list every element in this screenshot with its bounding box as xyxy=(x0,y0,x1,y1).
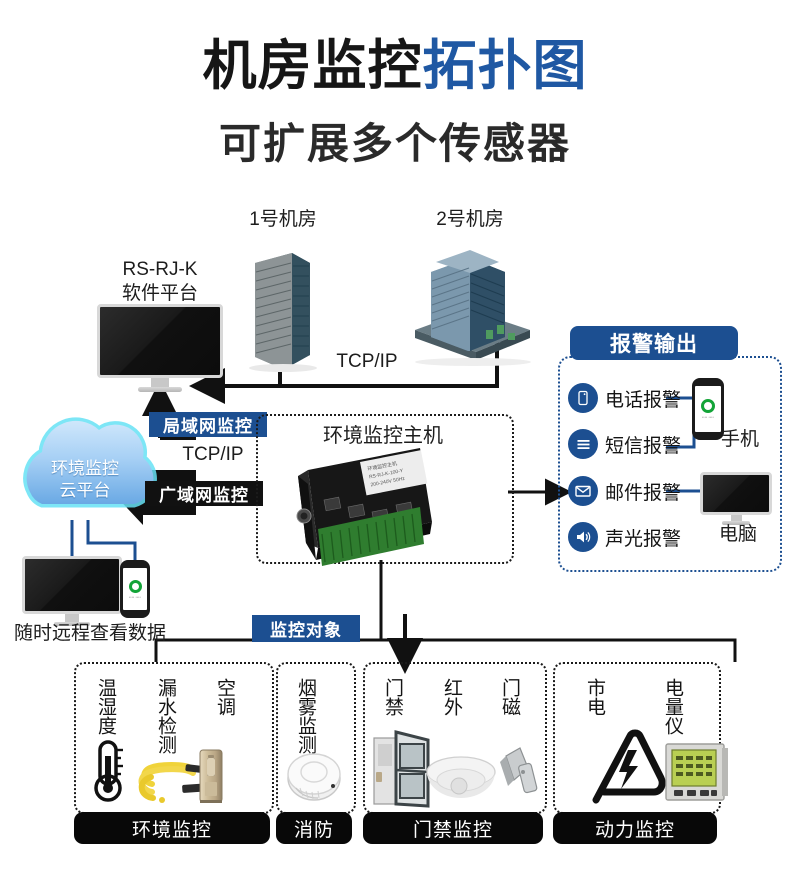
speaker-sound-icon xyxy=(568,522,598,552)
alarm-item-sms[interactable]: 短信报警 xyxy=(568,429,681,459)
cloud-label-line1: 环境监控 xyxy=(51,459,119,478)
group-power-item-0-label: 市电 xyxy=(584,678,605,716)
host-title: 环境监控主机 xyxy=(323,425,443,447)
wan-monitoring-badge[interactable]: 广域网监控 xyxy=(145,481,263,506)
app-logo-icon xyxy=(128,579,142,593)
alarm-smartphone-caption: •••• •••• xyxy=(702,415,714,419)
smartphone-screen: •••• •••• xyxy=(123,568,147,610)
alarm-item-sms-label: 短信报警 xyxy=(605,435,682,457)
monitor-neck xyxy=(151,378,169,387)
alarm-item-mail[interactable]: 邮件报警 xyxy=(568,476,681,506)
monitor-base xyxy=(138,387,182,392)
alarm-computer-base xyxy=(722,521,750,525)
alarm-item-sound[interactable]: 声光报警 xyxy=(568,522,681,552)
group-environment-item-0-label: 温湿度 xyxy=(95,678,116,735)
alarm-smartphone-screen: •••• •••• xyxy=(695,386,721,432)
group-environment-item-2-label: 空调 xyxy=(214,678,235,716)
room2-label: 2号机房 xyxy=(436,209,504,230)
sms-message-glyph xyxy=(577,439,589,449)
remote-view-caption: 随时远程查看数据 xyxy=(13,623,166,644)
remote-monitor-base xyxy=(54,622,90,626)
software-platform-monitor xyxy=(97,304,223,392)
alarm-computer-neck xyxy=(730,515,742,521)
alarm-computer-screen xyxy=(700,472,772,515)
alarm-item-mail-label: 邮件报警 xyxy=(605,482,682,504)
alarm-item-phone-label: 电话报警 xyxy=(605,389,682,411)
group-fire-item-0-label: 烟雾监测 xyxy=(295,678,316,754)
remote-monitor xyxy=(22,556,122,626)
software-platform-label-line1: RS-RJ-K xyxy=(122,259,198,280)
group-environment-item-1-label: 漏水检测 xyxy=(155,678,176,754)
tcpip-top-label: TCP/IP xyxy=(336,351,398,372)
remote-monitor-screen xyxy=(22,556,122,614)
monitor-screen xyxy=(97,304,223,378)
group-power-item-1-label: 电量仪 xyxy=(662,678,683,735)
software-platform-label-line2: 软件平台 xyxy=(121,283,198,304)
group-fire-footer: 消防 xyxy=(276,812,352,844)
group-access-footer: 门禁监控 xyxy=(363,812,543,844)
building-room2-icon xyxy=(415,250,531,366)
speaker-sound-glyph xyxy=(577,531,591,543)
page-title: 机房监控拓扑图 xyxy=(0,38,790,95)
alarm-app-logo-icon xyxy=(701,399,715,413)
smartphone-app-caption: •••• •••• xyxy=(129,594,141,599)
cloud-platform-label: 环境监控 云平台 xyxy=(10,458,160,502)
page-title-blue: 拓扑图 xyxy=(422,36,588,96)
group-access-item-0-label: 门禁 xyxy=(382,678,403,716)
lan-monitoring-badge[interactable]: 局域网监控 xyxy=(149,412,267,437)
alarm-smartphone: •••• •••• xyxy=(692,378,724,440)
group-power-footer: 动力监控 xyxy=(553,812,717,844)
group-environment-footer: 环境监控 xyxy=(74,812,270,844)
alarm-item-phone[interactable]: 电话报警 xyxy=(568,383,681,413)
alarm-item-sound-label: 声光报警 xyxy=(605,528,682,550)
phone-call-icon xyxy=(568,383,598,413)
monitor-target-badge[interactable]: 监控对象 xyxy=(252,615,360,642)
remote-monitor-neck xyxy=(65,614,79,622)
group-power-panel xyxy=(553,662,721,814)
tcpip-mid-label: TCP/IP xyxy=(182,444,244,465)
group-fire-panel xyxy=(276,662,356,814)
remote-smartphone: •••• •••• xyxy=(120,560,150,618)
alarm-computer xyxy=(700,472,772,525)
envelope-mail-icon xyxy=(568,476,598,506)
group-access-item-1-label: 红外 xyxy=(441,678,462,716)
alarm-output-panel xyxy=(558,356,782,572)
page-title-black: 机房监控 xyxy=(202,36,423,96)
alarm-phone-label: 手机 xyxy=(720,429,759,450)
page-subtitle: 可扩展多个传感器 xyxy=(218,120,571,167)
room1-label: 1号机房 xyxy=(249,209,317,230)
envelope-mail-glyph xyxy=(575,485,591,497)
cloud-label-line2: 云平台 xyxy=(59,481,111,501)
alarm-computer-label: 电脑 xyxy=(718,524,757,545)
sms-message-icon xyxy=(568,429,598,459)
phone-call-glyph xyxy=(578,390,588,406)
building-room1-icon xyxy=(249,253,317,372)
group-access-item-2-label: 门磁 xyxy=(499,678,520,716)
alarm-output-header[interactable]: 报警输出 xyxy=(570,326,738,360)
